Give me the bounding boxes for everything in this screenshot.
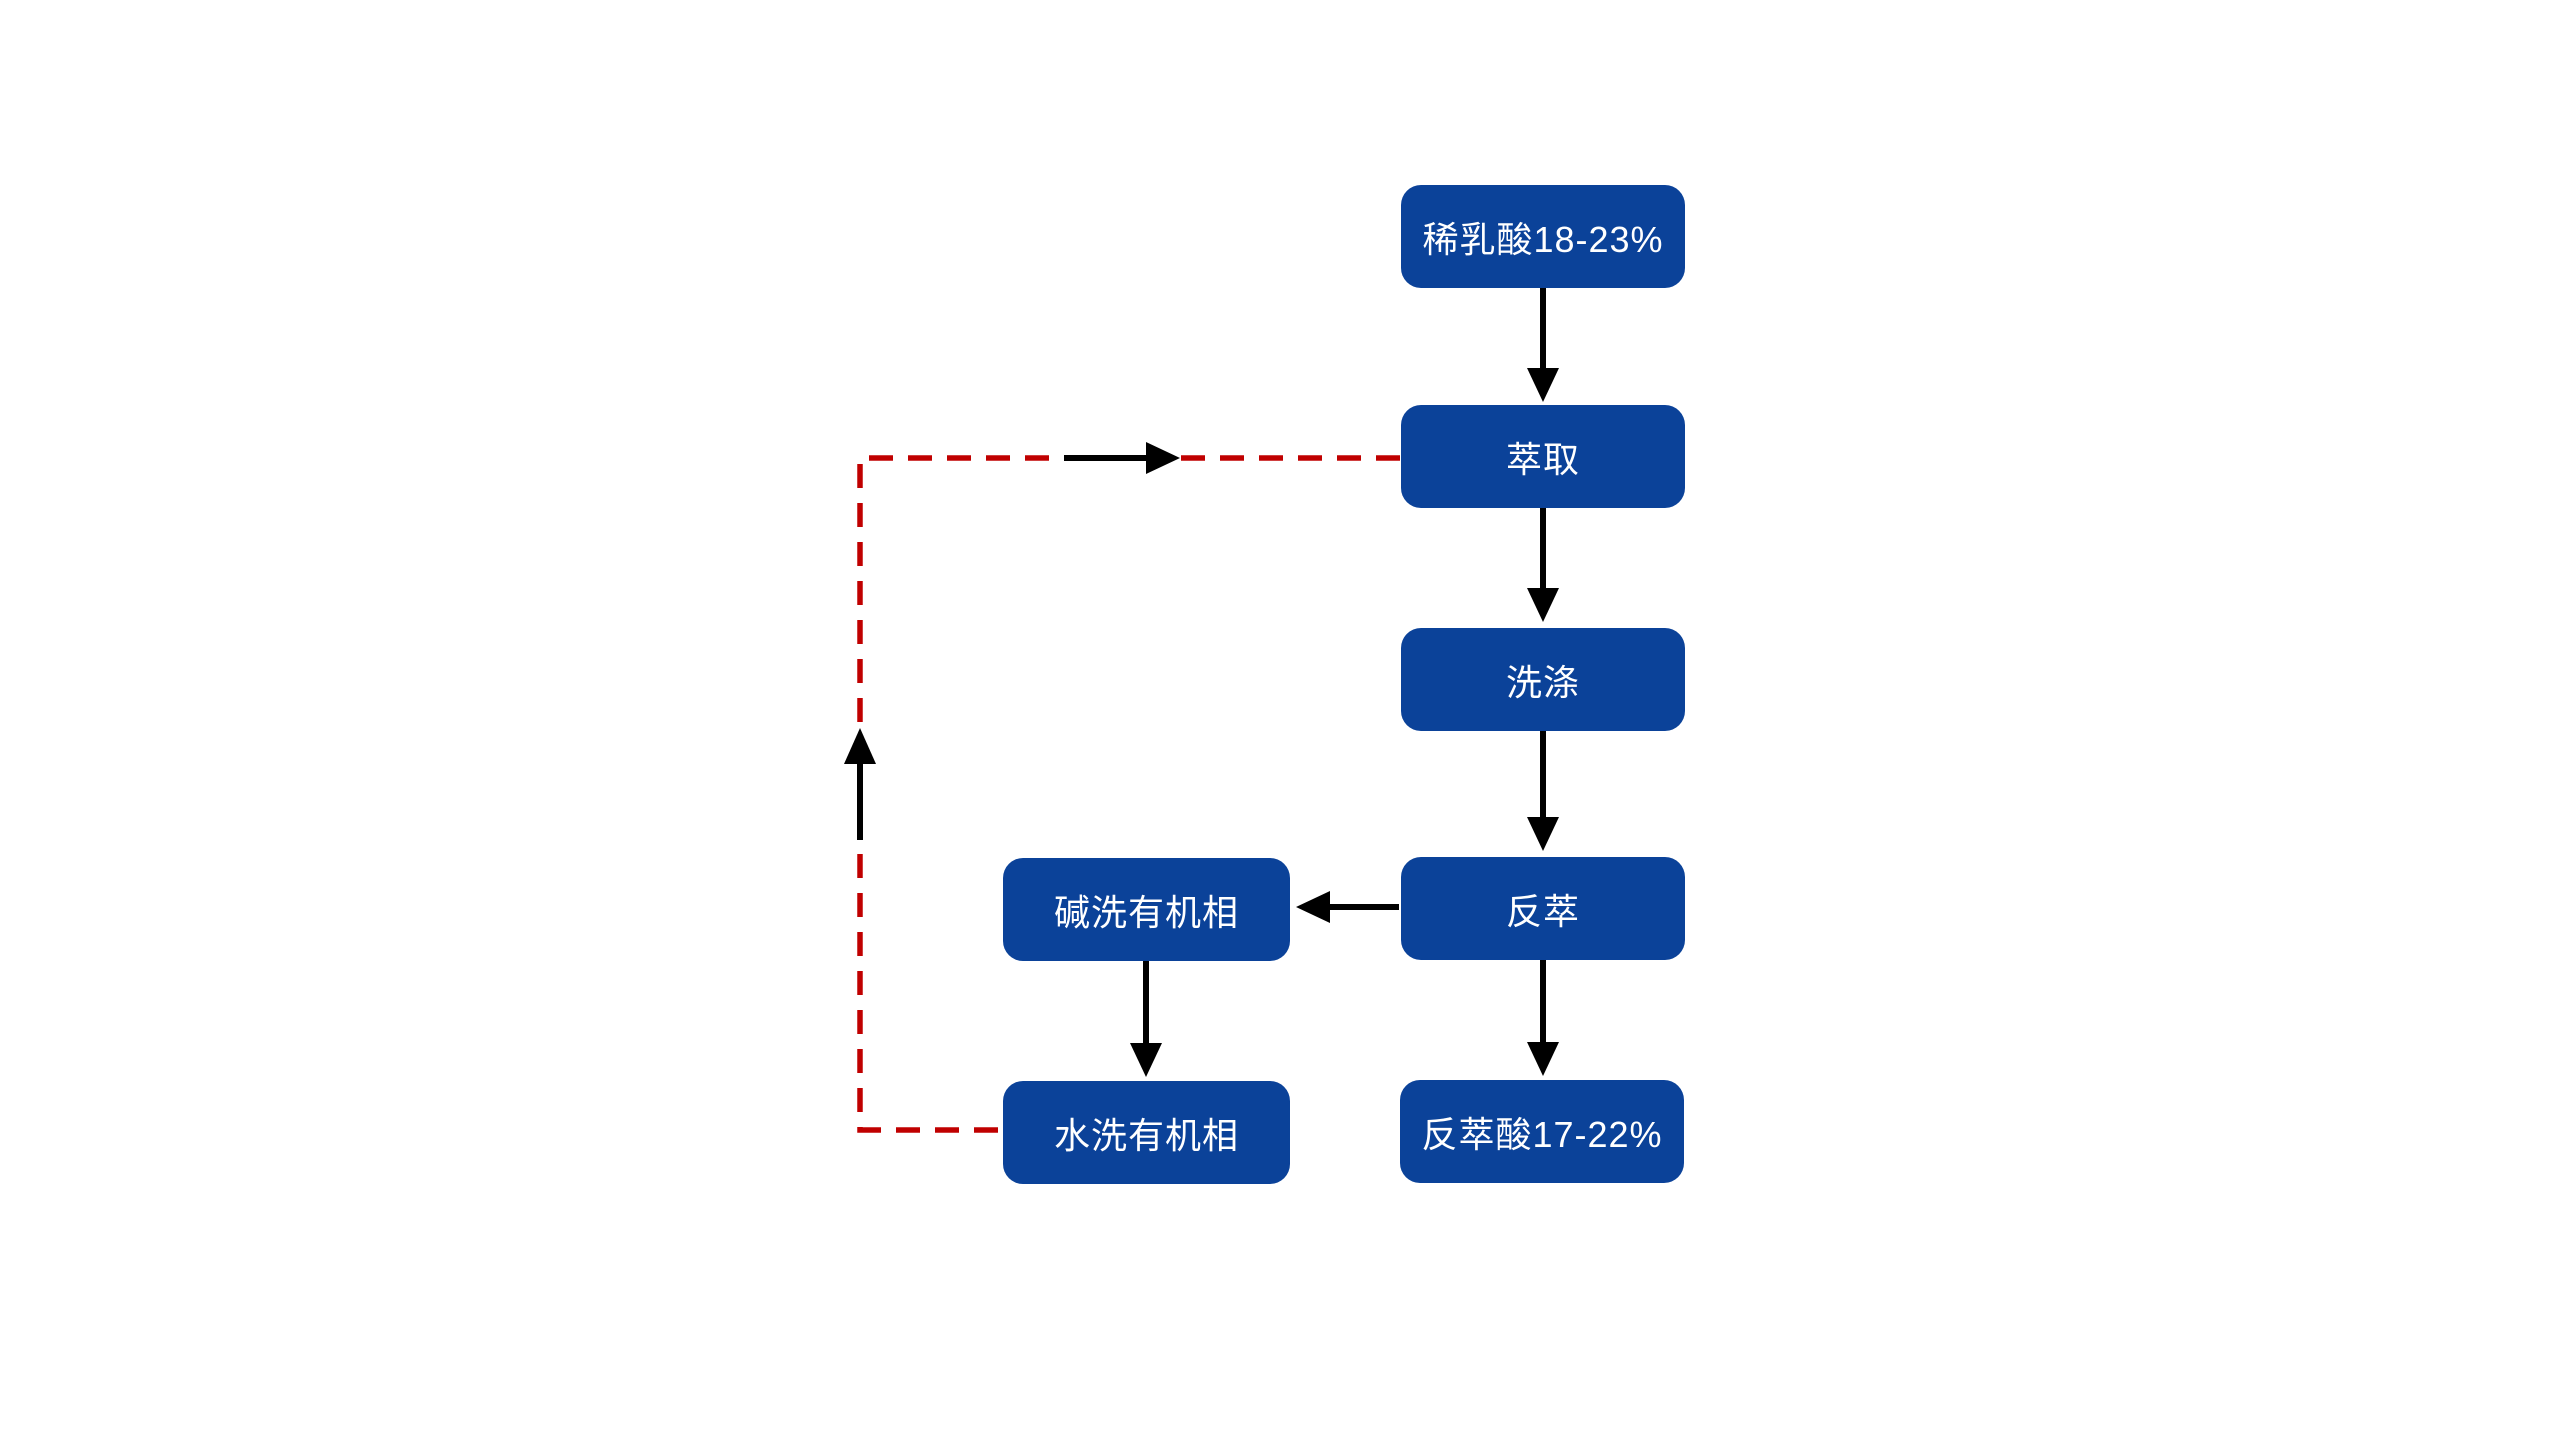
node-extraction: 萃取 bbox=[1401, 405, 1685, 508]
arrow-extraction-to-washing bbox=[1527, 508, 1559, 622]
node-alkali-wash-organic-phase: 碱洗有机相 bbox=[1003, 858, 1290, 961]
recycle-right-arrow bbox=[1064, 442, 1180, 474]
arrow-back-extraction-to-alkali-wash bbox=[1296, 891, 1399, 923]
node-dilute-lactic-acid: 稀乳酸18-23% bbox=[1401, 185, 1685, 288]
node-label: 洗涤 bbox=[1505, 661, 1580, 703]
recycle-dashed-line bbox=[857, 455, 1400, 1133]
recycle-up-arrow bbox=[844, 728, 876, 840]
node-label: 碱洗有机相 bbox=[1053, 891, 1239, 933]
node-stripped-acid: 反萃酸17-22% bbox=[1400, 1080, 1684, 1183]
node-label: 反萃酸17-22% bbox=[1421, 1113, 1663, 1155]
node-label: 水洗有机相 bbox=[1053, 1114, 1239, 1156]
arrow-dilute-to-extraction bbox=[1527, 288, 1559, 402]
node-label: 反萃 bbox=[1505, 890, 1580, 932]
node-back-extraction: 反萃 bbox=[1401, 857, 1685, 960]
arrow-back-extraction-to-stripped-acid bbox=[1527, 960, 1559, 1076]
arrow-alkali-wash-to-water-wash bbox=[1130, 961, 1162, 1077]
node-water-wash-organic-phase: 水洗有机相 bbox=[1003, 1081, 1290, 1184]
node-washing: 洗涤 bbox=[1401, 628, 1685, 731]
node-label: 萃取 bbox=[1505, 438, 1580, 480]
arrow-washing-to-back-extraction bbox=[1527, 731, 1559, 851]
node-label: 稀乳酸18-23% bbox=[1422, 218, 1664, 260]
